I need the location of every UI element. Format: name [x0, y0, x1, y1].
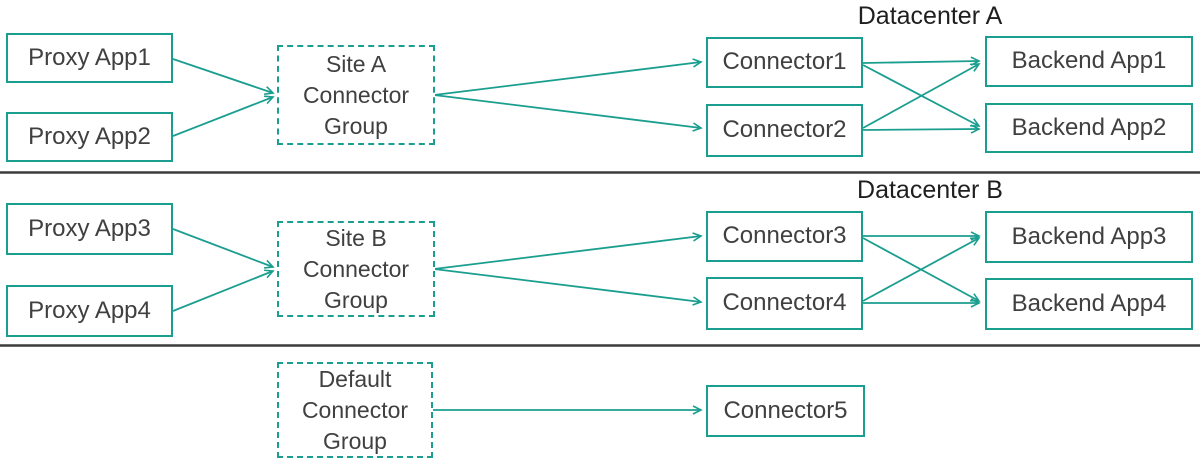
- edge-site-a-group-to-connector1: [433, 58, 703, 96]
- edge-connector2-to-backend-app1: [862, 63, 981, 129]
- node-connector3: Connector3: [706, 211, 863, 262]
- site-b-group-label-line1: Site B: [325, 224, 387, 251]
- node-site-a-connector-group: Site A Connector Group: [277, 45, 435, 145]
- site-a-group-label-line3: Group: [324, 112, 388, 139]
- site-b-group-label-line2: Connector: [302, 255, 410, 282]
- node-connector5: Connector5: [706, 385, 865, 437]
- edge-connector2-to-backend-app2: [862, 124, 981, 134]
- edge-site-b-group-to-connector3: [433, 232, 703, 270]
- node-connector4: Connector4: [706, 277, 863, 330]
- datacenter-a-title: Datacenter A: [857, 2, 1003, 30]
- default-group-label-line1: Default: [318, 365, 392, 392]
- default-group-label-line2: Connector: [301, 396, 409, 423]
- edge-site-a-group-to-connector2: [433, 94, 703, 132]
- node-proxy-app3: Proxy App3: [6, 203, 173, 255]
- edge-connector1-to-backend-app1: [862, 56, 981, 66]
- edge-proxy-app3-to-site-b-group: [172, 228, 275, 269]
- edge-proxy-app2-to-site-a-group: [172, 95, 275, 137]
- edge-connector4-to-backend-app3: [862, 237, 981, 302]
- edge-site-b-group-to-connector4: [433, 268, 703, 306]
- node-backend-app2: Backend App2: [985, 103, 1193, 153]
- site-a-group-label-line2: Connector: [302, 81, 410, 108]
- node-proxy-app4: Proxy App4: [6, 285, 173, 337]
- node-connector2: Connector2: [706, 104, 863, 157]
- node-default-connector-group: Default Connector Group: [277, 362, 433, 458]
- edge-connector3-to-backend-app4: [862, 237, 981, 302]
- node-connector1: Connector1: [706, 37, 863, 88]
- node-site-b-connector-group: Site B Connector Group: [277, 221, 435, 317]
- node-backend-app3: Backend App3: [985, 211, 1193, 263]
- node-backend-app1: Backend App1: [985, 36, 1193, 87]
- node-proxy-app2: Proxy App2: [6, 112, 173, 162]
- default-group-label-line3: Group: [323, 427, 387, 454]
- site-a-group-label-line1: Site A: [325, 50, 387, 77]
- edge-proxy-app1-to-site-a-group: [172, 58, 275, 96]
- node-proxy-app1: Proxy App1: [6, 33, 173, 83]
- node-backend-app4: Backend App4: [985, 278, 1193, 330]
- site-b-group-label-line3: Group: [324, 286, 388, 313]
- datacenter-b-title: Datacenter B: [857, 176, 1003, 204]
- edge-connector1-to-backend-app2: [862, 64, 981, 127]
- edge-proxy-app4-to-site-b-group: [172, 269, 275, 312]
